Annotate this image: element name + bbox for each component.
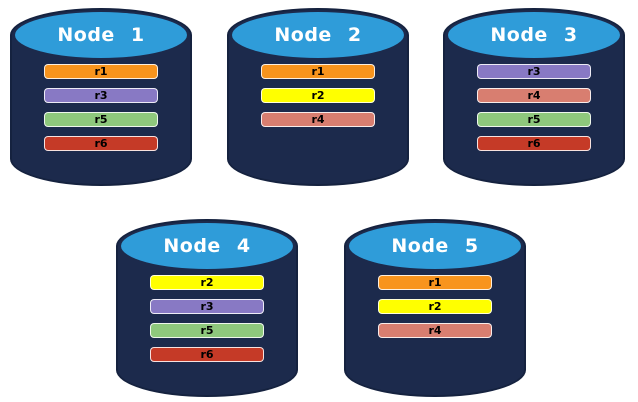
record-bar: r3 [477, 64, 591, 79]
record-bar: r3 [44, 88, 158, 103]
node-3-records: r3 r4 r5 r6 [477, 64, 591, 160]
record-bar: r4 [378, 323, 492, 338]
node-5-title: Node 5 [391, 235, 479, 257]
node-2-lid: Node 2 [232, 12, 404, 58]
record-bar: r1 [378, 275, 492, 290]
node-3-cylinder: Node 3 r3 r4 r5 r6 [443, 8, 625, 186]
node-2-title: Node 2 [274, 24, 362, 46]
node-1-records: r1 r3 r5 r6 [44, 64, 158, 160]
record-bar: r1 [261, 64, 375, 79]
node-4-lid: Node 4 [121, 223, 293, 269]
node-3-lid: Node 3 [448, 12, 620, 58]
record-bar: r5 [44, 112, 158, 127]
record-bar: r6 [477, 136, 591, 151]
record-bar: r4 [261, 112, 375, 127]
record-bar: r6 [150, 347, 264, 362]
node-5-cylinder: Node 5 r1 r2 r4 [344, 219, 526, 397]
node-1-lid: Node 1 [15, 12, 187, 58]
node-2-cylinder: Node 2 r1 r2 r4 [227, 8, 409, 186]
record-bar: r4 [477, 88, 591, 103]
node-5-records: r1 r2 r4 [378, 275, 492, 347]
record-bar: r5 [477, 112, 591, 127]
record-bar: r3 [150, 299, 264, 314]
record-bar: r5 [150, 323, 264, 338]
record-bar: r1 [44, 64, 158, 79]
node-4-title: Node 4 [163, 235, 251, 257]
record-bar: r2 [261, 88, 375, 103]
node-3-title: Node 3 [490, 24, 578, 46]
record-bar: r2 [150, 275, 264, 290]
node-1-cylinder: Node 1 r1 r3 r5 r6 [10, 8, 192, 186]
node-2-records: r1 r2 r4 [261, 64, 375, 136]
node-4-records: r2 r3 r5 r6 [150, 275, 264, 371]
node-4-cylinder: Node 4 r2 r3 r5 r6 [116, 219, 298, 397]
node-1-title: Node 1 [57, 24, 145, 46]
record-bar: r2 [378, 299, 492, 314]
record-bar: r6 [44, 136, 158, 151]
node-5-lid: Node 5 [349, 223, 521, 269]
